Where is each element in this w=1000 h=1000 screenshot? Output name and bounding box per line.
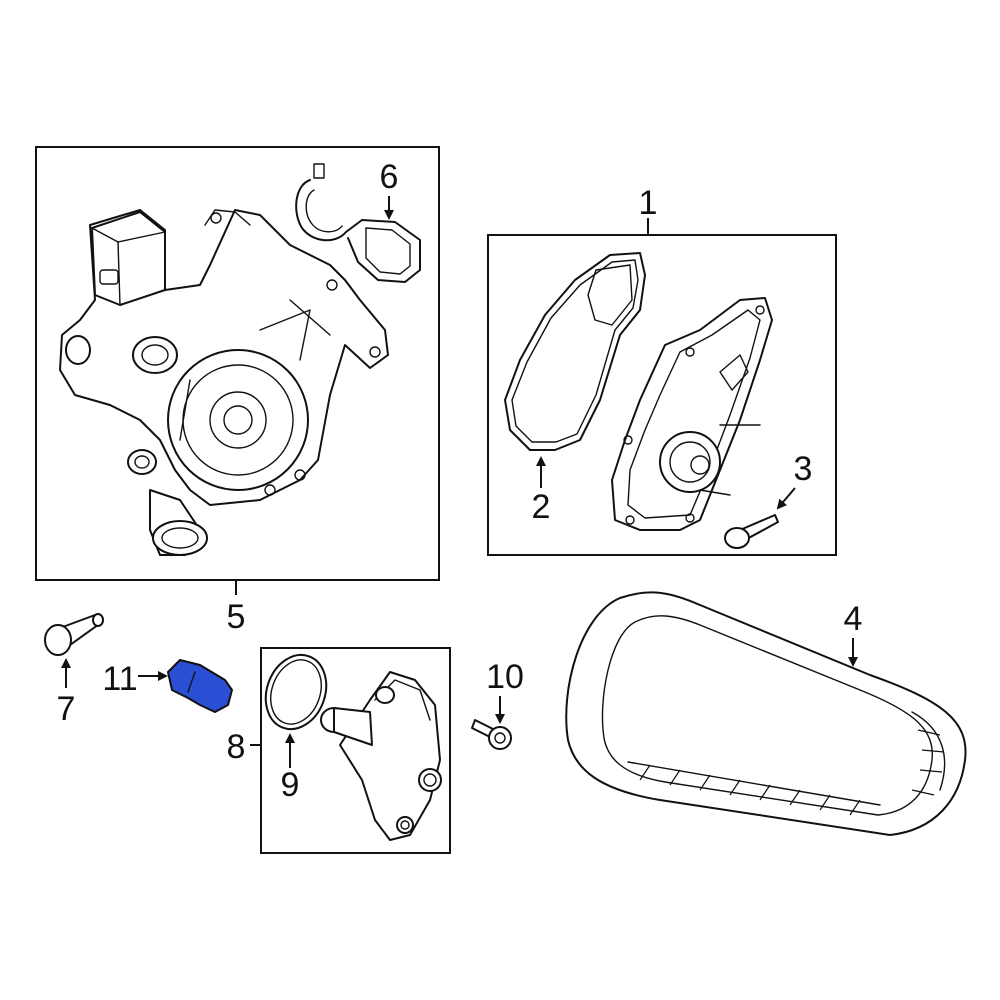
callout-10: 10 [486, 658, 524, 696]
callout-3: 3 [794, 450, 813, 488]
bolt-part-7[interactable] [44, 613, 104, 656]
callout-9: 9 [281, 766, 300, 804]
serpentine-belt-part-4[interactable] [565, 591, 967, 836]
bolt-part-10[interactable] [471, 719, 512, 750]
callout-5: 5 [227, 598, 246, 636]
highlighted-part-11[interactable] [167, 659, 233, 713]
o-ring-part-9[interactable] [256, 646, 336, 737]
coolant-flange-part-8[interactable] [320, 671, 442, 841]
water-pump-part-1[interactable] [611, 297, 773, 531]
thermostat-housing-part-5[interactable] [59, 209, 389, 556]
callout-6: 6 [380, 158, 399, 196]
callout-4: 4 [844, 600, 863, 638]
gasket-part-6[interactable] [295, 163, 421, 283]
callout-1: 1 [639, 184, 658, 222]
callout-2: 2 [532, 488, 551, 526]
callout-11: 11 [102, 660, 137, 698]
group-frame-5 [35, 146, 440, 581]
bolt-part-3[interactable] [724, 514, 779, 549]
callout-7: 7 [57, 690, 76, 728]
group-frame-8 [260, 647, 451, 854]
callout-8: 8 [227, 728, 246, 766]
gasket-part-2[interactable] [504, 252, 646, 451]
group-frame-1 [487, 234, 837, 556]
belt-ribs [639, 729, 945, 816]
